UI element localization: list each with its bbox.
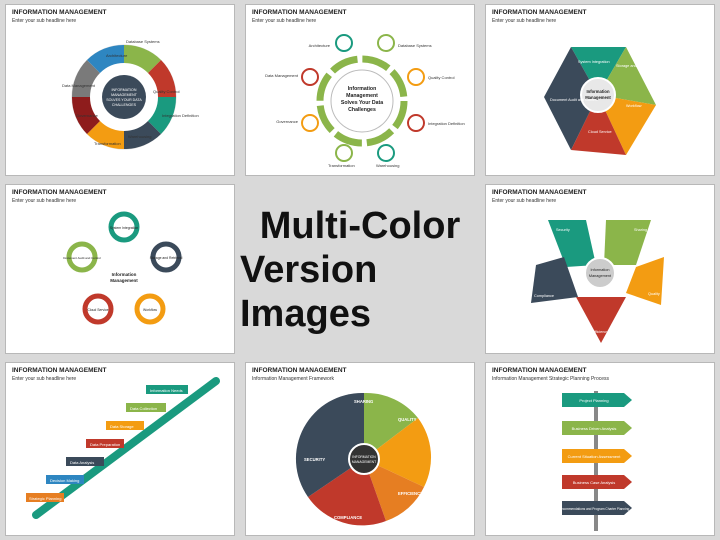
headline: Multi-Color Version Images — [240, 185, 480, 355]
segment-label: System Integration — [578, 60, 610, 64]
center-text-line: Challenges — [348, 107, 376, 113]
segment-label: Storage and Retrieval — [616, 64, 653, 68]
center-text-line: Information — [586, 89, 609, 94]
slide-title: INFORMATION MANAGEMENT — [252, 9, 347, 16]
pentagon-pie-diagram: Information Management System Integratio… — [544, 47, 656, 155]
step-label: Decision Making — [50, 478, 79, 483]
segment-label: Workflow — [626, 104, 642, 108]
headline-line-2: Version Images — [240, 249, 378, 335]
slide-thumb-7[interactable]: INFORMATION MANAGEMENT Information Manag… — [245, 362, 475, 536]
center-text-line: Management — [346, 93, 378, 99]
segment-label: Cloud Service — [588, 130, 612, 134]
step-label: Current Situation Assessment — [568, 454, 622, 459]
node-label: Integration Definition — [428, 121, 465, 126]
step-label: Data Storage — [110, 424, 134, 429]
slide-thumb-3[interactable]: INFORMATION MANAGEMENT Enter your sub he… — [485, 4, 715, 176]
slide-subtitle: Enter your sub headline here — [12, 198, 77, 204]
circular-arrow-diagram: INFORMATION MANAGEMENT SOLVES YOUR DATA … — [62, 39, 199, 150]
slide-subtitle: Enter your sub headline here — [492, 18, 557, 24]
step-label: Data Preparation — [90, 442, 120, 447]
segment-label: EFFICIENCY — [398, 491, 423, 496]
segment-label: Governance — [76, 113, 99, 118]
slide-thumb-6[interactable]: INFORMATION MANAGEMENT Enter your sub he… — [5, 362, 235, 536]
segment-label: SECURITY — [304, 457, 325, 462]
segment-label: Warehousing — [128, 134, 151, 139]
center-text-line: Solves Your Data — [341, 100, 383, 106]
center-text-line: SOLVES YOUR DATA — [106, 98, 142, 102]
slide-subtitle: Enter your sub headline here — [252, 18, 317, 24]
node-label: Quality Control — [428, 75, 455, 80]
center-text-line: Information — [591, 268, 610, 272]
slide-title: INFORMATION MANAGEMENT — [492, 9, 587, 16]
center-text-line: Information — [348, 86, 377, 92]
center-text-line: MANAGEMENT — [111, 93, 138, 97]
slide-thumb-2[interactable]: INFORMATION MANAGEMENT Enter your sub he… — [245, 4, 475, 176]
step-label: Recommendations and Program Charter Plan… — [559, 507, 630, 511]
ring-diagram: Information Management Solves Your Data … — [265, 34, 465, 168]
slide-subtitle: Information Management Framework — [252, 376, 334, 382]
slide-thumb-8[interactable]: INFORMATION MANAGEMENT Information Manag… — [485, 362, 715, 536]
node-label: Warehousing — [376, 163, 399, 168]
center-text-line: CHALLENGES — [112, 103, 137, 107]
slide-title: INFORMATION MANAGEMENT — [12, 189, 107, 196]
slide-title: INFORMATION MANAGEMENT — [12, 367, 107, 374]
segment-label: QUALITY — [398, 417, 417, 422]
node-label: Database Systems — [398, 43, 432, 48]
node-label: Workflow — [143, 308, 157, 312]
signpost-diagram: Project Planning Business Driven Analysi… — [559, 391, 632, 531]
step-label: Project Planning — [579, 398, 608, 403]
slide-title: INFORMATION MANAGEMENT — [492, 189, 587, 196]
segment-label: Security — [556, 228, 570, 232]
linked-circles-diagram: Information Management System Integratio… — [63, 211, 183, 325]
segment-label: Transformation — [94, 141, 121, 146]
step-label: Data Collection — [130, 406, 157, 411]
node-label: Storage and Retrieval — [150, 256, 183, 260]
segment-label: Architecture — [106, 53, 128, 58]
headline-line-1: Multi-Color — [259, 205, 461, 247]
center-text-line: INFORMATION — [112, 88, 137, 92]
node-label: Governance — [276, 119, 299, 124]
segment-label: SHARING — [354, 399, 373, 404]
step-label: Strategic Planning — [29, 496, 61, 501]
center-text-line: MANAGEMENT — [352, 460, 376, 464]
slide-subtitle: Enter your sub headline here — [12, 18, 77, 24]
segment-label: Compliance — [534, 294, 554, 298]
center-text-line: Management — [589, 274, 612, 278]
segment-label: COMPLIANCE — [334, 515, 362, 520]
staircase-diagram: Information Needs Data Collection Data S… — [26, 377, 220, 519]
node-label: Architecture — [309, 43, 331, 48]
node-label: Cloud Service — [87, 308, 108, 312]
segment-label: Database Systems — [126, 39, 160, 44]
node-label: System Integration — [110, 226, 138, 230]
slide-title: INFORMATION MANAGEMENT — [12, 9, 107, 16]
segment-label: Efficiency — [592, 330, 608, 334]
center-text-line: Management — [585, 95, 611, 100]
segment-label: Quality Control — [153, 89, 180, 94]
segment-label: Integration Definition — [162, 113, 199, 118]
slide-thumb-5[interactable]: INFORMATION MANAGEMENT Enter your sub he… — [485, 184, 715, 354]
slide-subtitle: Enter your sub headline here — [12, 376, 77, 382]
step-label: Business Driven Analysis — [572, 426, 617, 431]
circular-framework-diagram: INFORMATION MANAGEMENT SHARING QUALITY E… — [295, 392, 432, 526]
node-label: Transformation — [328, 163, 355, 168]
center-text-line: Information — [112, 272, 137, 277]
segment-label: Sharing — [634, 228, 647, 232]
slide-thumb-1[interactable]: INFORMATION MANAGEMENT Enter your sub he… — [5, 4, 235, 176]
step-label: Data Analysis — [70, 460, 94, 465]
segment-label: Document Audit and Control — [550, 98, 598, 102]
slide-title: INFORMATION MANAGEMENT — [252, 367, 347, 374]
slide-title: INFORMATION MANAGEMENT — [492, 367, 587, 374]
step-label: Business Case Analysis — [573, 480, 615, 485]
node-label: Data Management — [265, 73, 299, 78]
node-label: Document Audit and Control — [63, 256, 101, 260]
slide-subtitle: Information Management Strategic Plannin… — [492, 376, 610, 382]
center-text-line: INFORMATION — [352, 455, 376, 459]
segment-label: Quality — [648, 292, 660, 296]
center-text-line: Management — [110, 278, 138, 283]
segment-label: Data Management — [62, 83, 96, 88]
pentagon-star-diagram: Information Management Security Sharing … — [531, 220, 664, 343]
step-label: Information Needs — [150, 388, 183, 393]
slide-subtitle: Enter your sub headline here — [492, 198, 557, 204]
slide-thumb-4[interactable]: INFORMATION MANAGEMENT Enter your sub he… — [5, 184, 235, 354]
